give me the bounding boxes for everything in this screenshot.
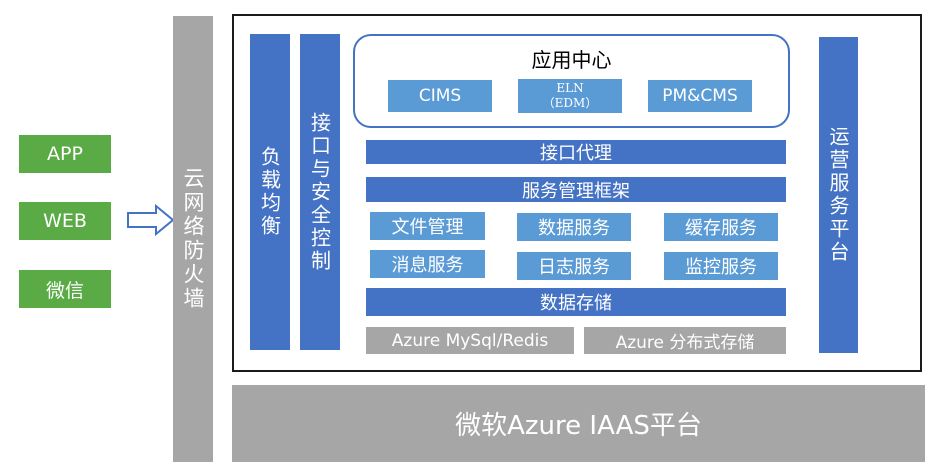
load-balancer: 负载均衡 <box>250 34 290 350</box>
service-monitoring: 监控服务 <box>664 252 778 280</box>
app-pm-cms: PM&CMS <box>648 80 752 112</box>
azure-iaas-platform: 微软Azure IAAS平台 <box>232 385 925 462</box>
service-data: 数据服务 <box>517 213 631 241</box>
app-edm-label: （EDM） <box>542 96 598 110</box>
service-file-management: 文件管理 <box>370 212 485 240</box>
service-management-framework: 服务管理框架 <box>366 177 786 202</box>
interface-security-control: 接口与安全控制 <box>300 34 340 350</box>
app-cims: CIMS <box>388 80 492 112</box>
client-app: APP <box>19 135 111 173</box>
client-web: WEB <box>19 202 111 240</box>
app-center-title: 应用中心 <box>531 48 612 72</box>
storage-mysql-redis: Azure MySql/Redis <box>366 327 574 354</box>
app-eln-label: ELN <box>556 81 584 95</box>
storage-distributed: Azure 分布式存储 <box>584 327 786 354</box>
service-log: 日志服务 <box>517 252 631 280</box>
operations-service-platform: 运营服务平台 <box>819 37 858 353</box>
right-arrow-icon <box>127 203 175 237</box>
service-message: 消息服务 <box>370 250 485 278</box>
client-wechat: 微信 <box>19 270 111 308</box>
cloud-firewall: 云网络防火墙 <box>173 16 213 462</box>
app-eln-edm: ELN （EDM） <box>518 79 622 113</box>
service-cache: 缓存服务 <box>664 213 778 241</box>
data-storage: 数据存储 <box>366 288 786 316</box>
interface-proxy: 接口代理 <box>366 140 786 164</box>
